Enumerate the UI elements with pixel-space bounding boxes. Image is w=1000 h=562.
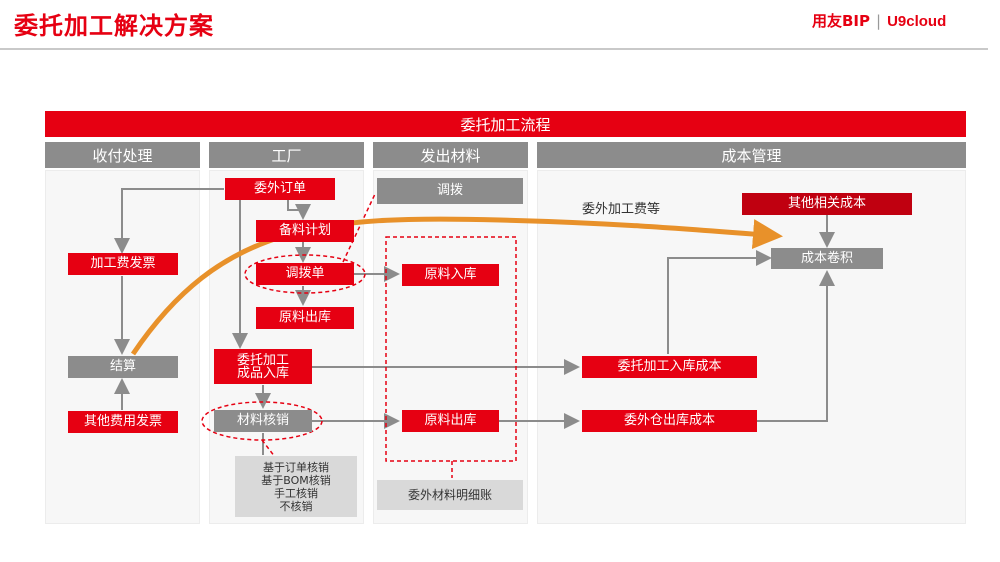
- node-finished-receipt-line2: 成品入库: [236, 365, 289, 381]
- header-divider: [0, 48, 988, 50]
- node-material-out: 原料出库: [402, 410, 499, 432]
- brand-name: 用友BIP: [812, 12, 871, 30]
- node-outsource-ledger: 委外材料明细账: [377, 480, 523, 510]
- node-cost-rollup: 成本卷积: [771, 248, 883, 269]
- column-header-payment: 收付处理: [45, 142, 200, 168]
- annotation-processing-fee: 委外加工费等: [582, 202, 661, 217]
- brand-product: U9cloud: [887, 13, 947, 30]
- column-header-cost: 成本管理: [537, 142, 966, 168]
- column-header-factory: 工厂: [209, 142, 364, 168]
- page-title: 委托加工解决方案: [14, 12, 214, 40]
- fee-flow-arrow: [130, 216, 783, 356]
- node-transfer-doc: 调拨单: [256, 263, 354, 285]
- brand-logo: 用友BIP|U9cloud: [812, 12, 947, 30]
- node-settlement: 结算: [68, 356, 178, 378]
- node-material-receipt: 原料入库: [402, 264, 499, 286]
- node-outsource-order: 委外订单: [225, 178, 335, 200]
- node-finished-receipt: 委托加工 成品入库: [214, 349, 312, 384]
- node-warehouse-out-cost: 委外仓出库成本: [582, 410, 757, 432]
- writeoff-method-none: 不核销: [279, 499, 313, 513]
- node-material-writeoff: 材料核销: [214, 410, 312, 432]
- column-header-materials: 发出材料: [373, 142, 528, 168]
- writeoff-method-manual: 手工核销: [274, 486, 318, 500]
- writeoff-methods: 基于订单核销 基于BOM核销 手工核销 不核销: [235, 456, 357, 517]
- node-material-plan: 备料计划: [256, 220, 354, 242]
- process-banner: 委托加工流程: [45, 111, 966, 137]
- node-other-costs: 其他相关成本: [742, 193, 912, 215]
- node-receipt-cost: 委托加工入库成本: [582, 356, 757, 378]
- node-other-fee-invoice: 其他费用发票: [68, 411, 178, 433]
- column-panel-materials: [373, 170, 528, 524]
- node-fee-invoice: 加工费发票: [68, 253, 178, 275]
- writeoff-method-order: 基于订单核销: [263, 460, 329, 474]
- column-panel-cost: [537, 170, 966, 524]
- writeoff-method-bom: 基于BOM核销: [261, 473, 331, 487]
- node-transfer: 调拨: [377, 178, 523, 204]
- node-finished-receipt-line1: 委托加工: [236, 352, 289, 368]
- node-material-issue: 原料出库: [256, 307, 354, 329]
